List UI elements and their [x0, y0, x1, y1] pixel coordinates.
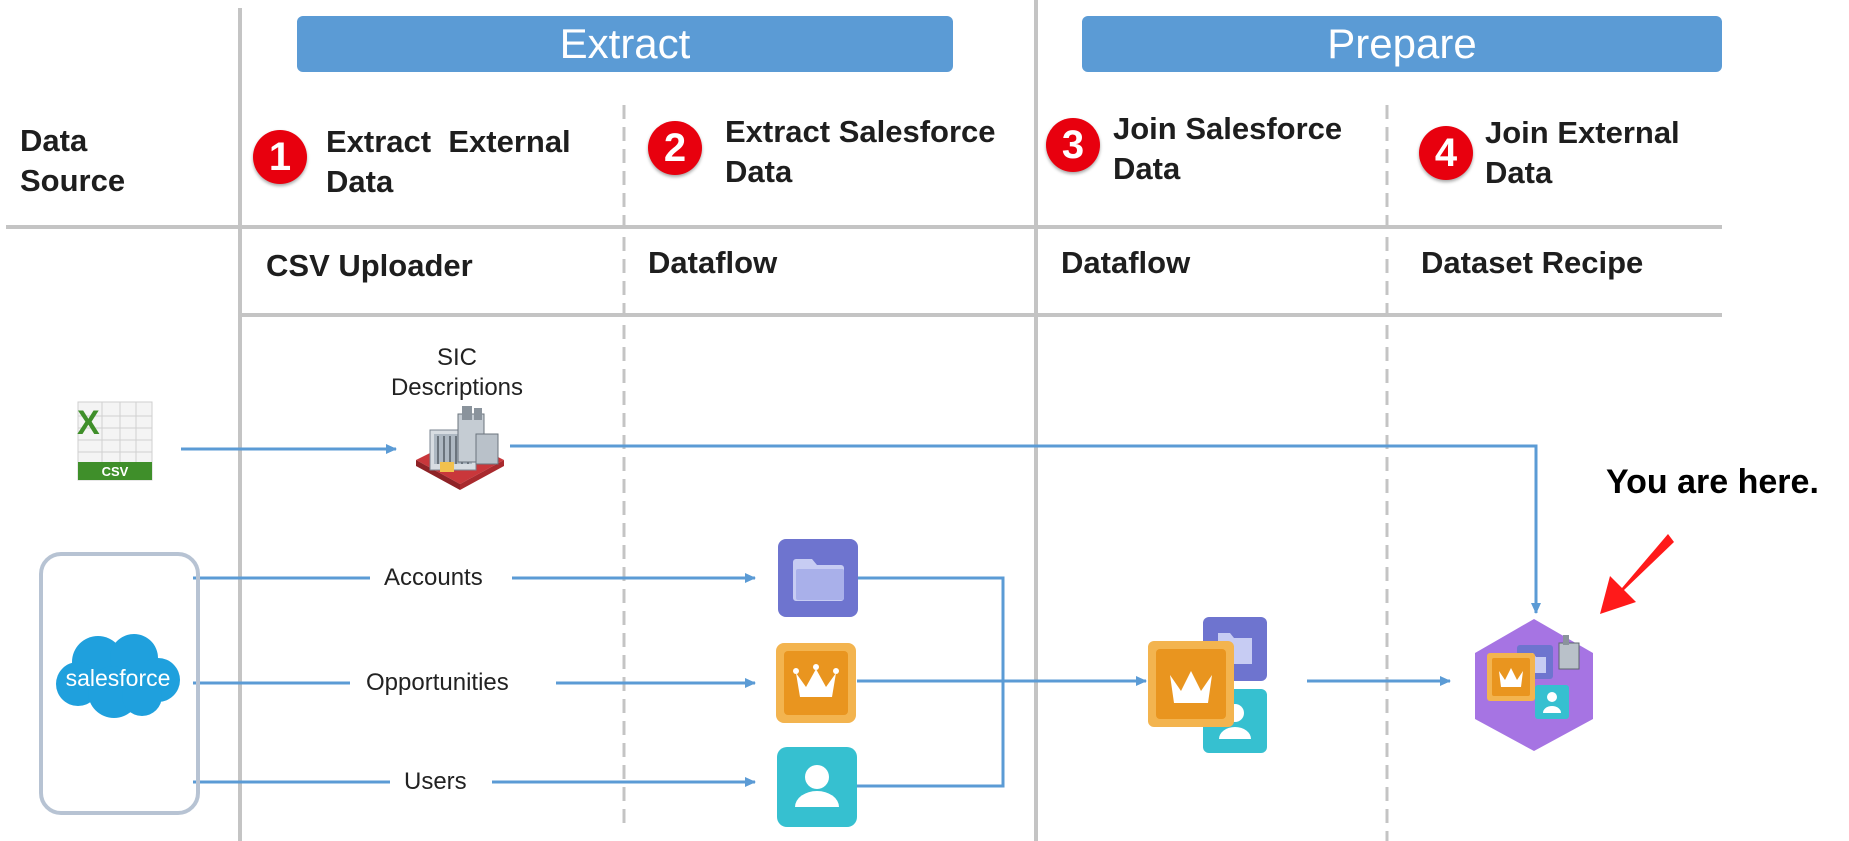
- phase-extract-label: Extract: [559, 20, 691, 67]
- tool-dataset-recipe: Dataset Recipe: [1421, 245, 1644, 280]
- factory-icon: [416, 406, 504, 490]
- phase-prepare-bar: Prepare: [1082, 16, 1722, 72]
- step-4-badge: 4: [1419, 126, 1473, 180]
- step-1-badge: 1: [253, 130, 307, 184]
- step-3-badge: 3: [1046, 118, 1100, 172]
- data-source-line2: Source: [20, 163, 126, 198]
- phase-prepare-label: Prepare: [1327, 20, 1477, 67]
- sic-line2: Descriptions: [390, 374, 524, 401]
- tool-dataflow-join: Dataflow: [1061, 245, 1191, 280]
- step-1-number: 1: [268, 134, 292, 179]
- flow-label-users: Users: [398, 767, 473, 797]
- opportunities-dataset-icon: [776, 643, 856, 723]
- excel-csv-icon: X CSV: [77, 401, 153, 481]
- accounts-dataset-icon: [778, 539, 858, 617]
- salesforce-source-box: [39, 552, 200, 815]
- pointer-arrow-icon: [1600, 534, 1674, 614]
- step-3-line1: Join Salesforce: [1113, 111, 1343, 146]
- dataset-recipe-output-icon: [1475, 619, 1593, 751]
- step-2-line2: Data: [725, 154, 793, 189]
- data-source-heading: Data Source: [20, 121, 125, 201]
- users-dataset-icon: [777, 747, 857, 827]
- tool-dataflow-extract: Dataflow: [648, 245, 778, 280]
- step-1-heading: Extract External Data: [326, 122, 571, 202]
- step-3-heading: Join Salesforce Data: [1113, 109, 1342, 189]
- step-4-line2: Data: [1485, 155, 1553, 190]
- step-4-heading: Join External Data: [1485, 113, 1680, 193]
- step-1-line1: Extract External: [326, 124, 571, 159]
- salesforce-label: salesforce: [66, 665, 171, 691]
- step-2-line1: Extract Salesforce: [725, 114, 996, 149]
- joined-dataset-icon: [1148, 617, 1267, 753]
- flow-label-opportunities: Opportunities: [360, 668, 515, 698]
- flow-label-accounts: Accounts: [378, 563, 489, 593]
- sic-line1: SIC: [436, 344, 477, 371]
- step-2-heading: Extract Salesforce Data: [725, 112, 996, 192]
- salesforce-cloud-icon: salesforce: [56, 634, 180, 718]
- you-are-here-label: You are here.: [1606, 463, 1819, 501]
- step-1-line2: Data: [326, 164, 394, 199]
- phase-extract-bar: Extract: [297, 16, 953, 72]
- sic-descriptions-label: SIC Descriptions: [382, 343, 532, 403]
- excel-letter: X: [77, 404, 100, 442]
- arrow-sic-to-recipe: [510, 444, 1541, 614]
- step-2-number: 2: [663, 125, 687, 170]
- step-4-line1: Join External: [1485, 115, 1680, 150]
- step-2-badge: 2: [648, 121, 702, 175]
- csv-label: CSV: [102, 464, 129, 479]
- data-source-line1: Data: [20, 123, 88, 158]
- step-3-line2: Data: [1113, 151, 1181, 186]
- tool-csv-uploader: CSV Uploader: [266, 248, 473, 283]
- step-3-number: 3: [1061, 122, 1085, 167]
- step-4-number: 4: [1434, 130, 1458, 175]
